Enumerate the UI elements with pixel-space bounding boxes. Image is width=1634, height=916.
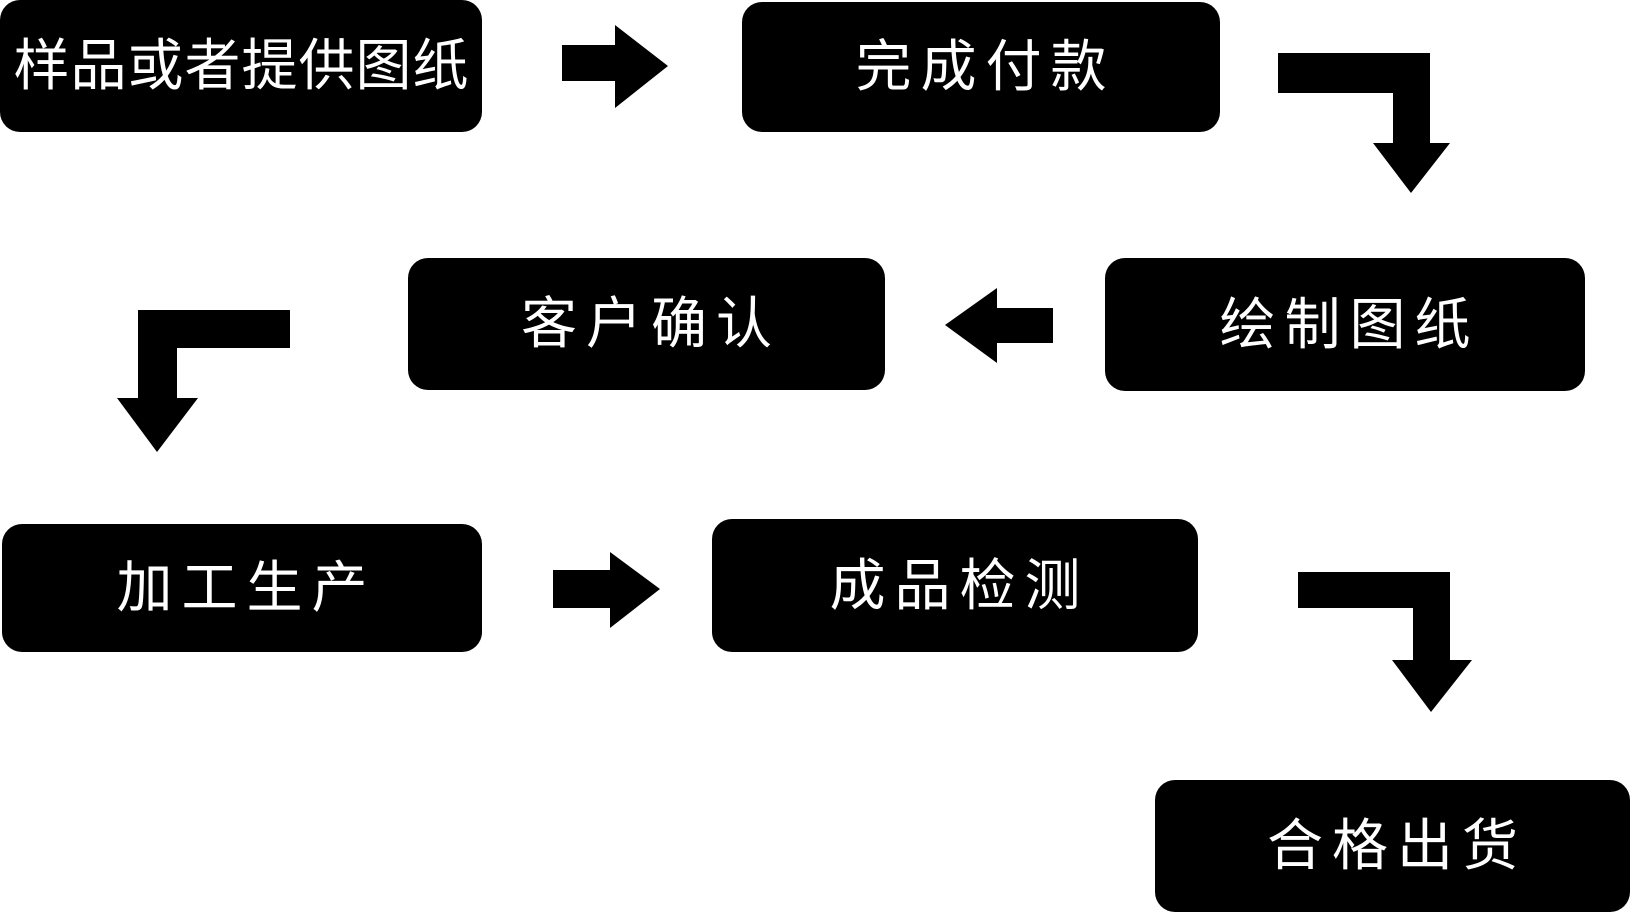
flow-node-customer-confirmation: 客户确认	[408, 258, 885, 390]
flow-node-sample-or-provide-drawings: 样品或者提供图纸	[0, 0, 482, 132]
flow-node-label: 合格出货	[1267, 814, 1527, 877]
flow-node-finished-product-inspection: 成品检测	[712, 519, 1198, 652]
flow-node-draw-drawings: 绘制图纸	[1105, 258, 1585, 391]
flow-node-label: 客户确认	[521, 292, 781, 355]
flow-node-label: 完成付款	[855, 35, 1116, 98]
flow-node-label: 样品或者提供图纸	[13, 34, 470, 97]
right-arrow-icon-step5-to-step6	[553, 552, 660, 628]
flow-node-label: 成品检测	[829, 553, 1090, 617]
left-arrow-icon-step3-to-step4	[945, 288, 1053, 363]
flow-node-label: 绘制图纸	[1219, 292, 1480, 356]
right-arrow-icon-step1-to-step2	[562, 25, 668, 108]
flow-node-qualified-shipment: 合格出货	[1155, 780, 1630, 912]
flow-node-complete-payment: 完成付款	[742, 2, 1220, 132]
flow-node-label: 加工生产	[116, 556, 377, 619]
elbow-down-arrow-icon-step2-to-step3	[1278, 53, 1450, 193]
elbow-down-arrow-icon-step4-to-step5	[117, 310, 290, 452]
elbow-down-arrow-icon-step6-to-step7	[1298, 572, 1472, 712]
flow-node-processing-production: 加工生产	[2, 524, 482, 652]
